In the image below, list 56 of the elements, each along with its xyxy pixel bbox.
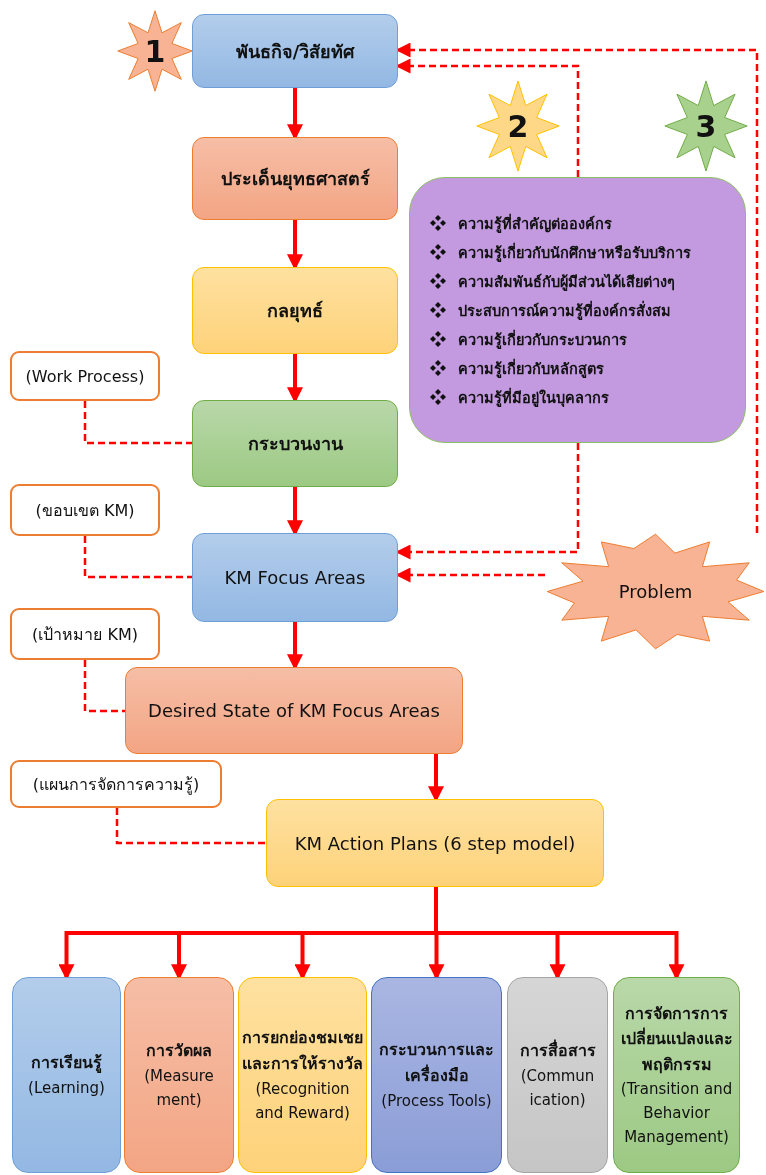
dashed-connector [83,660,125,713]
process-box [124,977,234,1173]
box-subtitle: (Recognition and Reward) [254,1078,351,1124]
process-box [12,977,121,1173]
dashed-connector [83,401,192,445]
dashed-connector [115,808,266,845]
shape-label: Problem [618,581,693,602]
note-label: (เป้าหมาย KM) [32,623,138,646]
process-box [507,977,608,1173]
box-title: กระบวนงาน [247,432,343,456]
box-title: KM Action Plans (6 step model) [294,832,576,854]
list-item: ความรู้ที่มีอยู่ในบุคลากร [458,386,609,409]
list-item: ความรู้เกี่ยวกับกระบวนการ [458,328,627,351]
note-label: (ขอบเขต KM) [35,499,135,522]
process-box [192,400,398,487]
box-title: การวัดผล [146,1040,212,1063]
note-label: (แผนการจัดการความรู้) [32,773,200,797]
list-item: ความรู้เกี่ยวกับหลักสูตร [458,357,604,380]
dashed-connector [83,536,192,579]
box-title: การเรียนรู้ [31,1052,102,1075]
note-label: (Work Process) [25,366,145,386]
process-box [613,977,740,1173]
box-title: Desired State of KM Focus Areas [148,700,440,721]
badge-number: 3 [695,108,717,144]
box-title: กระบวนการและเครื่องมือ [378,1039,495,1087]
process-box [266,799,604,887]
box-subtitle: (Measure ment) [143,1065,215,1111]
process-box [192,14,398,88]
box-title: KM Focus Areas [224,567,366,588]
box-title: การยกย่องชมเชยและการให้รางวัล [242,1027,363,1075]
list-item: ความรู้ที่สำคัญต่อองค์กร [458,212,612,235]
list-item: ความสัมพันธ์กับผู้มีส่วนได้เสียต่างๆ [458,272,675,293]
badge-number: 1 [144,33,166,69]
note-box [10,484,160,536]
box-subtitle: (Commun ication) [519,1065,596,1111]
note-box [10,608,160,660]
note-box [10,760,222,808]
process-box [192,533,398,622]
process-box [192,137,398,220]
box-subtitle: (Transition and Behavior Management) [619,1079,734,1149]
list-item: ความรู้เกี่ยวกับนักศึกษาหรือรับบริการ [458,241,691,264]
list-item: ประสบการณ์ความรู้ที่องค์กรสั่งสม [458,299,671,322]
process-box [371,977,502,1173]
box-subtitle: (Process Tools) [381,1090,492,1112]
box-title: พันธกิจ/วิสัยทัศ [235,39,355,64]
knowledge-list-box [409,177,746,443]
process-box [192,267,398,354]
process-box [125,667,463,754]
box-title: การสื่อสาร [519,1038,596,1063]
note-box [10,351,160,401]
box-title: กลยุทธ์ [267,299,323,325]
box-title: ประเด็นยุทธศาสตร์ [220,166,370,193]
badge-number: 2 [507,108,529,144]
process-box [238,977,367,1173]
box-subtitle: (Learning) [28,1077,105,1099]
box-title: การจัดการการเปลี่ยนแปลงและพฤติกรรม [619,1002,734,1076]
